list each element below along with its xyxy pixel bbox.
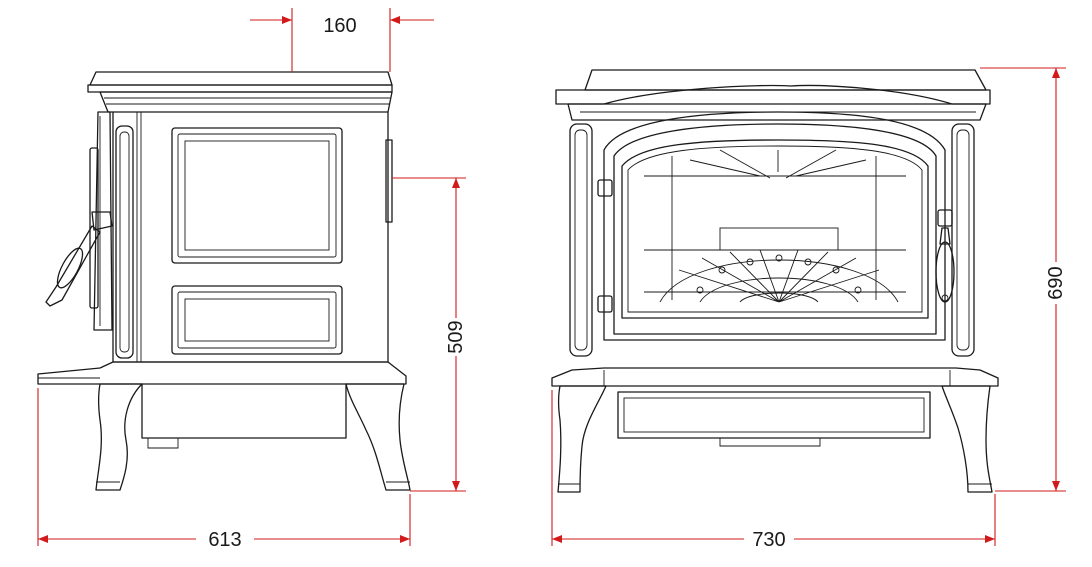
total-depth-label: 613 <box>208 529 241 551</box>
dimension-730: 730 <box>551 390 996 551</box>
dimension-690: 690 <box>980 67 1067 492</box>
dimension-160: 160 <box>250 8 434 72</box>
side-height-label: 509 <box>445 320 467 353</box>
dimension-613: 613 <box>37 388 411 551</box>
front-view <box>551 69 999 493</box>
total-width-label: 730 <box>752 529 785 551</box>
dimension-509: 509 <box>392 177 467 492</box>
side-view <box>37 71 411 491</box>
depth-top-offset-label: 160 <box>323 15 356 37</box>
sunburst-grate <box>659 249 899 303</box>
total-height-label: 690 <box>1045 266 1067 299</box>
